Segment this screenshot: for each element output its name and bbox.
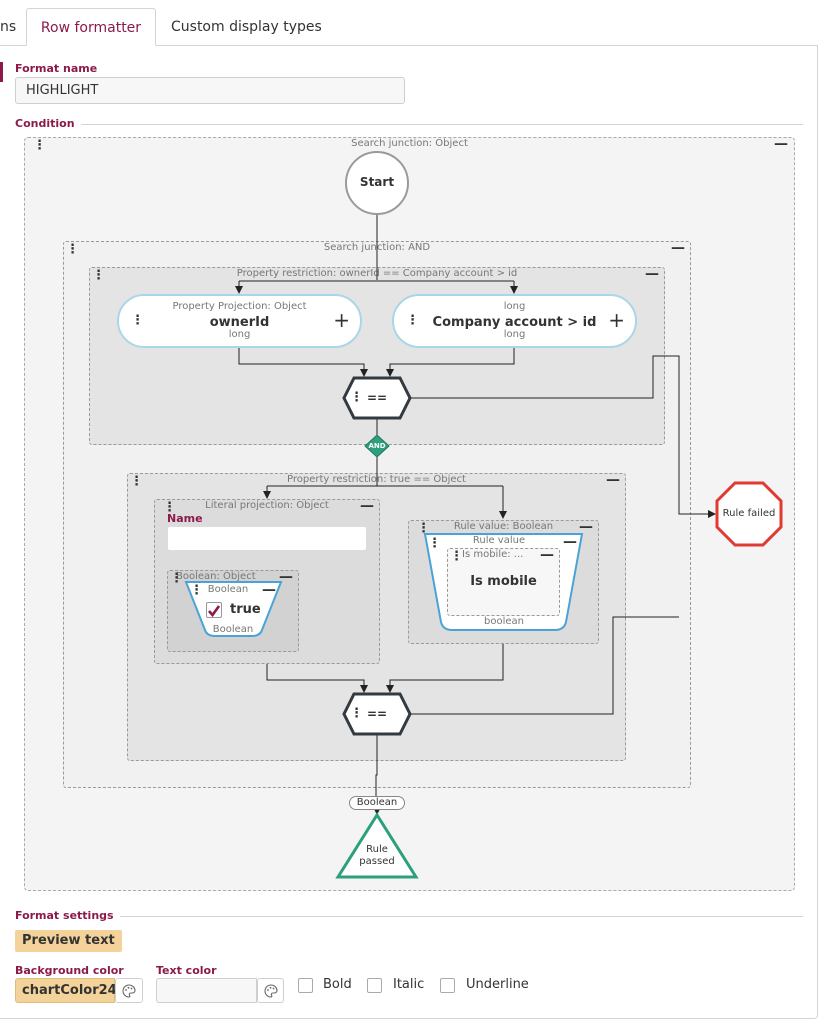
is-mobile-collapse-icon[interactable]: — [540, 547, 554, 563]
palette-icon [263, 983, 278, 998]
start-label: Start [359, 175, 395, 189]
boolean-node-collapse-icon[interactable]: — [262, 582, 276, 598]
underline-checkbox[interactable] [440, 978, 455, 993]
preview-text: Preview text [15, 930, 122, 952]
checkmark-icon [208, 605, 221, 618]
and-badge-label: AND [368, 442, 386, 450]
tab-custom-display-types[interactable]: Custom display types [171, 19, 322, 35]
text-color-input[interactable] [156, 978, 257, 1003]
boolean-object-collapse-icon[interactable]: — [279, 569, 293, 585]
is-mobile-caption: Is mobile: ... [462, 549, 524, 560]
boolean-true-checkbox[interactable] [206, 602, 222, 618]
rule-value-collapse-icon[interactable]: — [579, 519, 593, 535]
format-name-accent [0, 62, 3, 82]
format-settings-divider [15, 916, 803, 917]
palette-icon [122, 983, 136, 998]
projection-owner-id-datatype: long [228, 329, 251, 340]
operator-2-node[interactable] [342, 692, 412, 736]
is-mobile-label: Is mobile [470, 574, 537, 589]
rule-passed-label: Rule passed [359, 844, 395, 867]
rule-value-node-kebab-icon[interactable]: ⋮ [428, 536, 441, 551]
tab-previous-truncated[interactable]: ns [0, 19, 17, 35]
boolean-true-label: true [230, 602, 261, 617]
operator-1-kebab-icon[interactable]: ⋮ [350, 390, 363, 405]
condition-label: Condition [15, 117, 81, 130]
italic-label: Italic [393, 977, 425, 992]
projection-owner-id-type: Property Projection: Object [172, 301, 307, 312]
operator-2-kebab-icon[interactable]: ⋮ [350, 706, 363, 721]
restriction-2-collapse-icon[interactable]: — [606, 472, 620, 488]
rule-value-node-collapse-icon[interactable]: — [563, 534, 577, 550]
rule-value-node-datatype: boolean [484, 616, 524, 627]
root-collapse-icon[interactable]: — [774, 136, 788, 152]
literal-name-label: Name [167, 512, 203, 525]
rule-passed-node [335, 812, 419, 879]
result-type-tag: Boolean [349, 796, 405, 810]
rule-failed-node [715, 481, 783, 547]
format-settings-label: Format settings [15, 909, 120, 922]
restriction-1-collapse-icon[interactable]: — [645, 266, 659, 282]
literal-collapse-icon[interactable]: — [360, 498, 374, 514]
literal-name-input[interactable] [167, 526, 367, 551]
background-color-input[interactable]: chartColor24 [15, 978, 117, 1003]
background-color-label: Background color [15, 964, 124, 977]
condition-divider [15, 124, 803, 125]
operator-2-label: == [366, 707, 388, 721]
projection-company-account-id[interactable]: ⋮ long Company account > id long + [392, 294, 637, 348]
and-badge [364, 434, 390, 458]
rule-value-node-title: Rule value [472, 535, 526, 546]
projection-company-account-add-icon[interactable]: + [608, 308, 625, 332]
operator-1-node[interactable] [342, 376, 412, 420]
rule-failed-label: Rule failed [722, 508, 776, 519]
and-collapse-icon[interactable]: — [671, 240, 685, 256]
italic-checkbox[interactable] [367, 978, 382, 993]
background-color-picker-button[interactable] [115, 978, 143, 1003]
projection-owner-id-name: ownerId [209, 315, 270, 330]
projection-owner-id-add-icon[interactable]: + [333, 308, 350, 332]
projection-owner-id[interactable]: ⋮ Property Projection: Object ownerId lo… [117, 294, 362, 348]
literal-projection-caption: Literal projection: Object [205, 500, 329, 511]
text-color-picker-button[interactable] [257, 978, 284, 1003]
boolean-node-datatype: Boolean [212, 624, 254, 635]
underline-label: Underline [466, 977, 529, 992]
boolean-node-type: Boolean [207, 584, 249, 595]
text-color-label: Text color [156, 964, 217, 977]
format-name-label: Format name [15, 62, 98, 75]
start-node[interactable] [345, 151, 409, 215]
bold-checkbox[interactable] [298, 978, 313, 993]
projection-company-account-datatype: long [503, 329, 526, 340]
bold-label: Bold [323, 977, 352, 992]
projection-company-account-type: long [503, 301, 526, 312]
rule-value-caption: Rule value: Boolean [453, 521, 554, 532]
boolean-object-caption: Boolean: Object [176, 571, 256, 582]
operator-1-label: == [366, 391, 388, 405]
root-junction-caption: Search junction: Object [351, 138, 468, 149]
boolean-literal-node[interactable] [184, 581, 283, 637]
is-mobile-box[interactable]: ⋮ Is mobile: ... — Is mobile [447, 548, 560, 616]
is-mobile-kebab-icon[interactable]: ⋮ [450, 549, 463, 564]
format-name-input[interactable]: HIGHLIGHT [15, 77, 405, 104]
tab-row-formatter[interactable]: Row formatter [26, 8, 156, 46]
projection-company-account-name: Company account > id [432, 315, 597, 330]
